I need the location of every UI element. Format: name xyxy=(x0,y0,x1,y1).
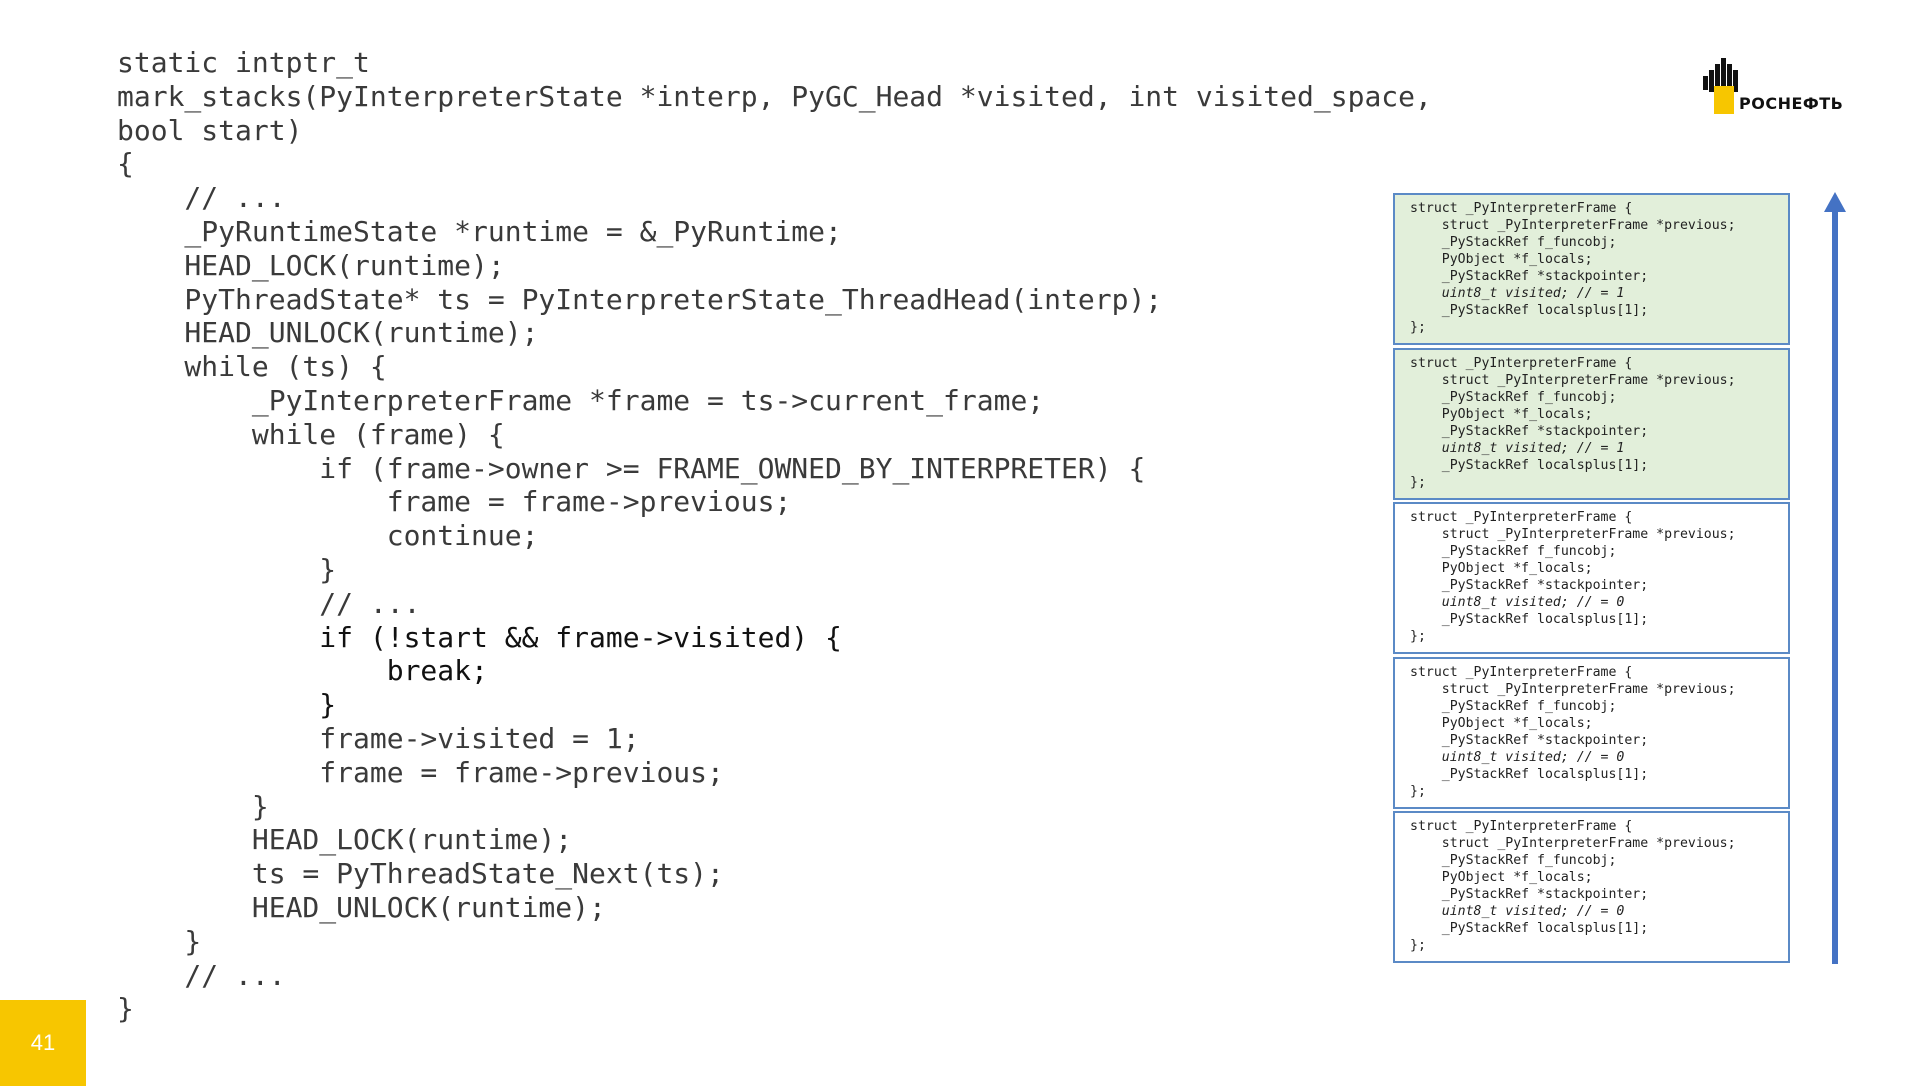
code-line: if (frame->owner >= FRAME_OWNED_BY_INTER… xyxy=(117,451,1146,485)
frame-line: struct _PyInterpreterFrame *previous; xyxy=(1410,218,1736,233)
frame-line: PyObject *f_locals; xyxy=(1410,252,1593,267)
rosneft-logo-icon xyxy=(1703,58,1738,114)
code-line: { xyxy=(117,147,134,181)
frame-box: struct _PyInterpreterFrame { struct _PyI… xyxy=(1393,502,1790,654)
frame-line: struct _PyInterpreterFrame { xyxy=(1410,201,1633,216)
frame-line: struct _PyInterpreterFrame { xyxy=(1410,664,1633,680)
code-line: continue; xyxy=(117,519,539,553)
code-line: } xyxy=(117,789,269,823)
code-line: HEAD_LOCK(runtime); xyxy=(117,248,505,282)
frame-line: _PyStackRef f_funcobj; xyxy=(1410,389,1617,405)
frame-line: uint8_t visited; // = 1 xyxy=(1410,440,1625,456)
frame-line: _PyStackRef f_funcobj; xyxy=(1410,544,1617,559)
frame-line: _PyStackRef *stackpointer; xyxy=(1410,423,1649,439)
code-line: frame->visited = 1; xyxy=(117,721,640,755)
frame-line: _PyStackRef *stackpointer; xyxy=(1410,887,1649,902)
frame-line: PyObject *f_locals; xyxy=(1410,870,1593,885)
page-number-badge: 41 xyxy=(0,1000,86,1086)
code-line: // ... xyxy=(117,958,286,992)
frame-line: _PyStackRef localsplus[1]; xyxy=(1410,921,1649,936)
code-line: PyThreadState* ts = PyInterpreterState_T… xyxy=(117,282,1163,316)
frame-line: }; xyxy=(1410,938,1426,953)
code-line: HEAD_UNLOCK(runtime); xyxy=(117,316,539,350)
code-line: break; xyxy=(117,654,488,688)
code-line: HEAD_LOCK(runtime); xyxy=(117,823,573,857)
frame-line: _PyStackRef f_funcobj; xyxy=(1410,235,1617,250)
frame-line: _PyStackRef f_funcobj; xyxy=(1410,698,1617,714)
frame-line: _PyStackRef localsplus[1]; xyxy=(1410,612,1649,627)
frame-line: _PyStackRef *stackpointer; xyxy=(1410,732,1649,748)
code-line: _PyRuntimeState *runtime = &_PyRuntime; xyxy=(117,214,842,248)
frame-line: struct _PyInterpreterFrame *previous; xyxy=(1410,681,1736,697)
code-line: // ... xyxy=(117,181,286,215)
code-line: } xyxy=(117,688,337,722)
code-line: } xyxy=(117,924,202,958)
frame-stack: struct _PyInterpreterFrame { struct _PyI… xyxy=(1393,193,1790,966)
logo-text: РОСНЕФТЬ xyxy=(1739,94,1844,113)
code-line: if (!start && frame->visited) { xyxy=(117,620,842,654)
code-line: while (frame) { xyxy=(117,417,505,451)
frame-line: _PyStackRef localsplus[1]; xyxy=(1410,766,1649,782)
code-line: _PyInterpreterFrame *frame = ts->current… xyxy=(117,383,1045,417)
frame-line: PyObject *f_locals; xyxy=(1410,561,1593,576)
code-line: static intptr_t xyxy=(117,46,370,79)
frame-line: uint8_t visited; // = 0 xyxy=(1410,904,1625,919)
frame-box: struct _PyInterpreterFrame { struct _PyI… xyxy=(1393,193,1790,345)
code-line: } xyxy=(117,552,337,586)
frame-line: uint8_t visited; // = 0 xyxy=(1410,749,1625,765)
up-arrow-icon xyxy=(1824,192,1846,964)
code-line: bool start) xyxy=(117,113,303,147)
frame-line: }; xyxy=(1410,629,1426,644)
frame-line: uint8_t visited; // = 0 xyxy=(1410,595,1625,610)
code-line: } xyxy=(117,992,134,1026)
frame-line: _PyStackRef f_funcobj; xyxy=(1410,853,1617,868)
frame-box: struct _PyInterpreterFrame { struct _PyI… xyxy=(1393,656,1790,809)
company-logo: РОСНЕФТЬ xyxy=(1703,56,1873,118)
page-number: 41 xyxy=(30,1030,56,1055)
code-line: frame = frame->previous; xyxy=(117,485,792,519)
frame-line: _PyStackRef *stackpointer; xyxy=(1410,578,1649,593)
frame-line: struct _PyInterpreterFrame *previous; xyxy=(1410,372,1736,388)
frame-line: PyObject *f_locals; xyxy=(1410,406,1593,422)
code-line: mark_stacks(PyInterpreterState *interp, … xyxy=(117,79,1432,113)
frame-line: _PyStackRef localsplus[1]; xyxy=(1410,457,1649,473)
frame-line: struct _PyInterpreterFrame *previous; xyxy=(1410,836,1736,851)
frame-line: _PyStackRef localsplus[1]; xyxy=(1410,303,1649,318)
frame-line: uint8_t visited; // = 1 xyxy=(1410,286,1625,301)
frame-line: _PyStackRef *stackpointer; xyxy=(1410,269,1649,284)
code-line: ts = PyThreadState_Next(ts); xyxy=(117,857,724,891)
frame-line: }; xyxy=(1410,320,1426,335)
code-line: while (ts) { xyxy=(117,350,387,384)
frame-line: }; xyxy=(1410,783,1426,799)
code-line: frame = frame->previous; xyxy=(117,755,724,789)
frame-line: struct _PyInterpreterFrame *previous; xyxy=(1410,527,1736,542)
frame-box: struct _PyInterpreterFrame { struct _PyI… xyxy=(1393,811,1790,963)
frame-line: PyObject *f_locals; xyxy=(1410,715,1593,731)
frame-line: struct _PyInterpreterFrame { xyxy=(1410,355,1633,371)
frame-line: struct _PyInterpreterFrame { xyxy=(1410,819,1633,834)
frame-box: struct _PyInterpreterFrame { struct _PyI… xyxy=(1393,347,1790,500)
frame-line: struct _PyInterpreterFrame { xyxy=(1410,510,1633,525)
frame-line: }; xyxy=(1410,474,1426,490)
code-line: // ... xyxy=(117,586,421,620)
code-line: HEAD_UNLOCK(runtime); xyxy=(117,890,606,924)
